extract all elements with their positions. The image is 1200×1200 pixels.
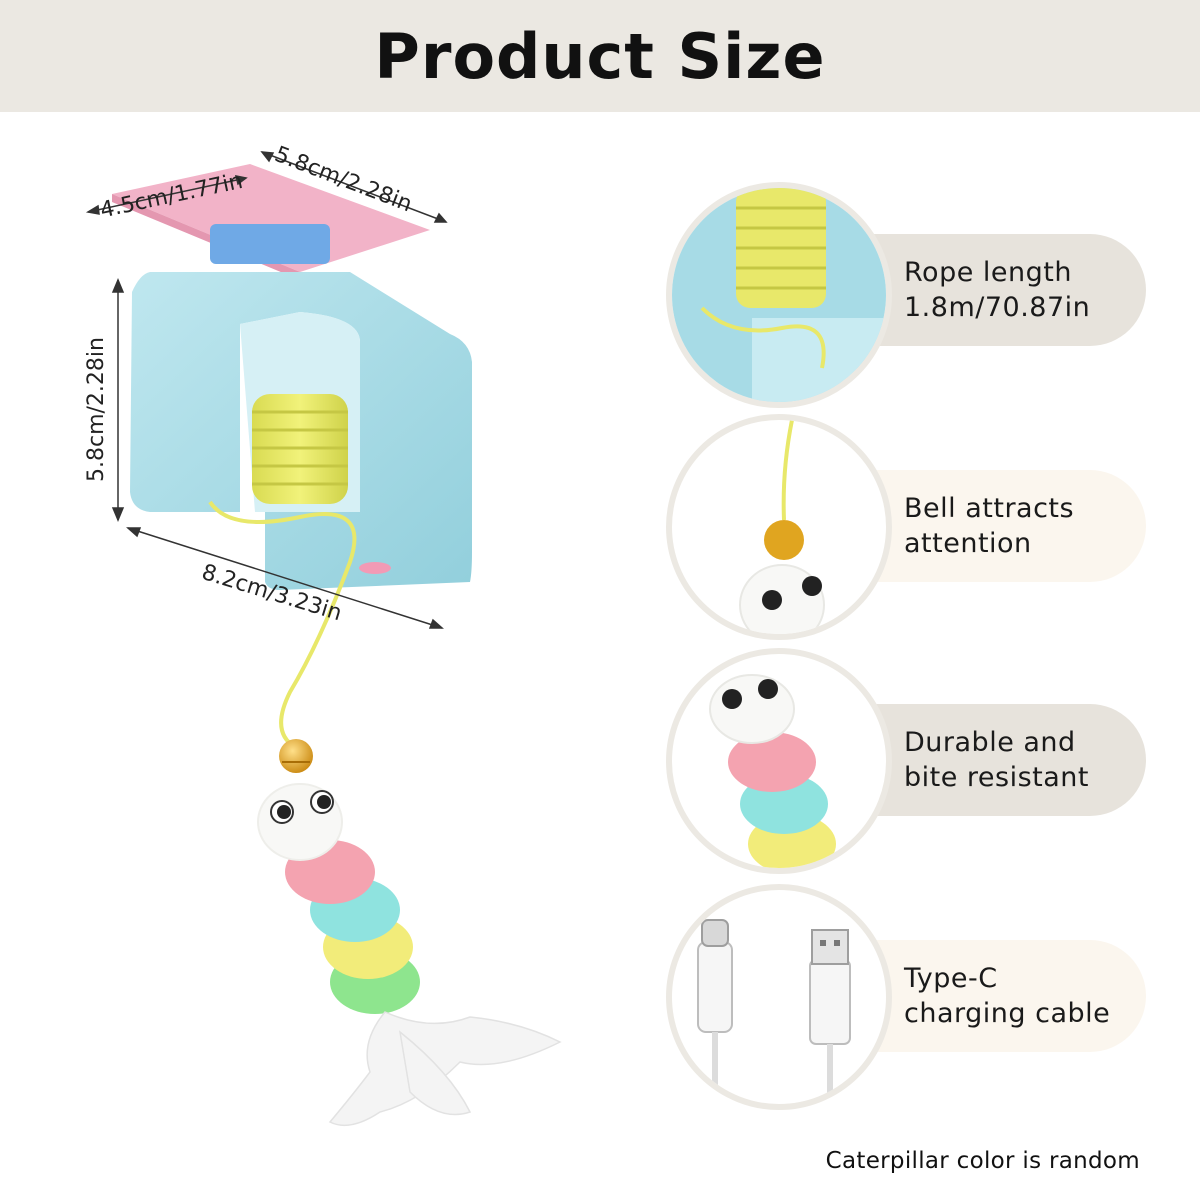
feature-bell: Bell attracts attention: [666, 414, 1146, 644]
feature-label-line2: charging cable: [904, 998, 1111, 1029]
feature-label-line2: attention: [904, 528, 1032, 559]
feature-label-line2: bite resistant: [904, 762, 1090, 793]
feature-label-line1: Durable and: [904, 727, 1076, 758]
feature-image-cable: [666, 884, 892, 1110]
feature-type-c-cable: Type-C charging cable: [666, 884, 1146, 1114]
mount-connector: [210, 224, 330, 264]
feature-rope-length: Rope length 1.8m/70.87in: [666, 182, 1146, 412]
cat-toy-drawing: [85, 151, 562, 1127]
feature-label-line1: Type-C: [904, 963, 998, 994]
bell: [279, 739, 313, 773]
dimension-body-height: 5.8cm/2.28in: [84, 337, 109, 482]
footnote: Caterpillar color is random: [825, 1148, 1140, 1174]
feature-durable: Durable and bite resistant: [666, 648, 1146, 878]
caterpillar: [257, 783, 420, 1014]
feature-label-line2: 1.8m/70.87in: [904, 292, 1091, 323]
rope: [208, 500, 357, 749]
feature-label-line1: Rope length: [904, 257, 1072, 288]
dimension-lines: [85, 151, 448, 629]
header-banner: Product Size: [0, 0, 1200, 112]
feature-image-bell: [666, 414, 892, 640]
rope-spring: [252, 394, 348, 504]
charging-port: [359, 562, 391, 574]
pink-base-plate: [112, 164, 430, 272]
product-illustration: 4.5cm/1.77in 5.8cm/2.28in 5.8cm/2.28in 8…: [0, 112, 640, 1200]
feature-image-spring: [666, 182, 892, 408]
feature-label-line1: Bell attracts: [904, 493, 1075, 524]
feature-image-caterpillar: [666, 648, 892, 874]
feather: [328, 1011, 562, 1127]
page-title: Product Size: [374, 19, 826, 93]
